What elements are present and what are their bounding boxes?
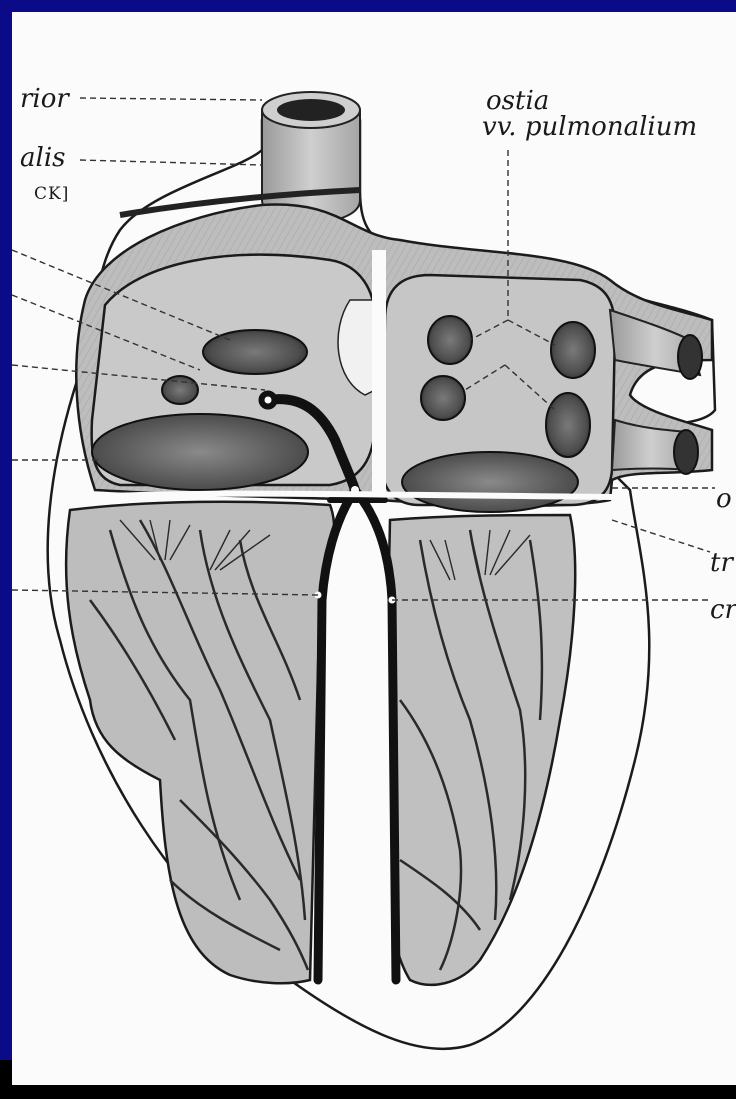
pv-ostium-3 xyxy=(421,376,465,420)
bottom-border xyxy=(0,1085,736,1099)
label-right-1: o xyxy=(716,486,732,512)
ostium-coronary-sinus xyxy=(162,376,198,404)
pv-ostium-4 xyxy=(546,393,590,457)
label-left-top-2: alis xyxy=(20,145,65,171)
label-top-right-1: ostia xyxy=(486,88,549,114)
diagram-sheet: rior alis CK] ostia vv. pulmonalium o tr… xyxy=(12,12,736,1085)
left-border xyxy=(0,0,12,1060)
tricuspid-orifice xyxy=(92,414,308,490)
label-right-2: tr xyxy=(710,550,733,576)
pv-ostium-1 xyxy=(428,316,472,364)
heart-diagram xyxy=(12,12,736,1085)
mitral-orifice xyxy=(402,452,578,512)
label-top-right-2: vv. pulmonalium xyxy=(482,114,697,140)
label-right-3: cr xyxy=(710,597,736,623)
pv-ostium-2 xyxy=(551,322,595,378)
right-ventricle xyxy=(66,502,334,984)
top-border xyxy=(0,0,736,12)
label-left-top-3: CK] xyxy=(34,186,69,203)
label-left-top-1: rior xyxy=(20,86,69,112)
ostium-ivc xyxy=(203,330,307,374)
